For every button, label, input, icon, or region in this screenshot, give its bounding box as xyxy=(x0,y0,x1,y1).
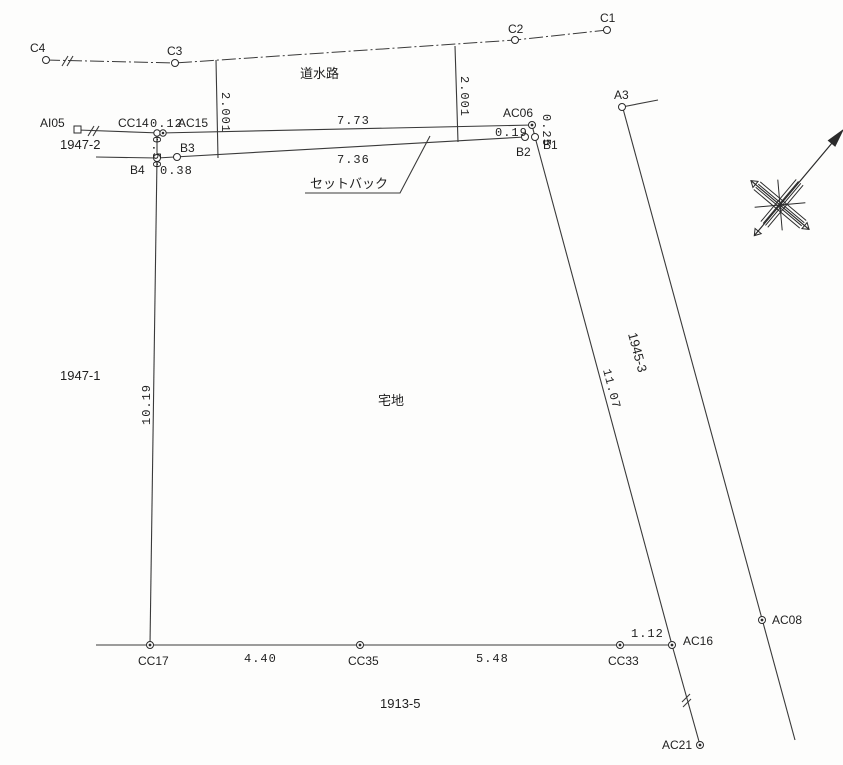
road-label: 道水路 xyxy=(300,66,339,81)
label-ac06: AC06 xyxy=(503,106,533,120)
dim-south-left: 4.40 xyxy=(244,652,277,666)
label-ai05: AI05 xyxy=(40,116,65,130)
label-b3: B3 xyxy=(180,141,195,155)
point-ac08-center xyxy=(760,618,764,622)
point-ac06-center xyxy=(530,123,534,127)
point-c4 xyxy=(42,56,50,64)
dim-north-bottom: 7.36 xyxy=(337,153,370,167)
dim-ac06-b1: 0.25 xyxy=(539,114,553,147)
dim-north-top: 7.73 xyxy=(337,114,370,128)
dim-south-corner: 1.12 xyxy=(631,627,664,641)
point-cc33-center xyxy=(618,643,622,647)
label-c4: C4 xyxy=(30,41,46,55)
dim-b4-b3: 0.38 xyxy=(160,164,193,178)
dim-ac06-b2: 0.19 xyxy=(495,126,528,140)
label-c1: C1 xyxy=(600,11,616,25)
setback-label: セットバック xyxy=(310,176,388,191)
a3-stub xyxy=(621,99,659,108)
break-mark xyxy=(87,125,95,137)
point-b4 xyxy=(153,154,161,162)
break-mark xyxy=(92,125,100,137)
label-c3: C3 xyxy=(167,44,183,58)
setback-leader xyxy=(305,135,431,194)
parcel-label: 宅地 xyxy=(378,393,404,408)
label-cc17: CC17 xyxy=(138,654,169,668)
setback-line xyxy=(156,136,526,159)
dim-south-right: 5.48 xyxy=(476,652,509,666)
west-boundary xyxy=(149,157,158,646)
label-cc35: CC35 xyxy=(348,654,379,668)
label-ac15: AC15 xyxy=(178,116,208,130)
neighbor-west-label: 1947-1 xyxy=(60,368,100,383)
label-b4: B4 xyxy=(130,163,145,177)
label-c2: C2 xyxy=(508,22,524,36)
label-cc33: CC33 xyxy=(608,654,639,668)
break-mark xyxy=(66,55,74,67)
label-ac21: AC21 xyxy=(662,738,692,752)
point-ac16-center xyxy=(670,643,674,647)
north-boundary-top xyxy=(159,124,533,134)
road-width-line-right xyxy=(454,45,459,143)
point-ac21-center xyxy=(698,743,702,747)
west-stub xyxy=(95,156,158,159)
point-ac15-center xyxy=(161,131,165,135)
road-width-line-left xyxy=(215,59,219,159)
point-ai05 xyxy=(73,125,82,134)
dim-west-side: 10.19 xyxy=(140,384,154,425)
label-cc14: CC14 xyxy=(118,116,149,130)
point-b3 xyxy=(173,153,181,161)
point-c1 xyxy=(603,26,611,34)
east-neighbor-line xyxy=(621,104,796,741)
dim-cc14-ac15: 0.12 xyxy=(150,117,183,131)
break-mark xyxy=(682,698,692,708)
point-c2 xyxy=(511,36,519,44)
label-b2: B2 xyxy=(516,145,531,159)
point-cc17-center xyxy=(148,643,152,647)
neighbor-south-label: 1913-5 xyxy=(380,696,420,711)
point-b2 xyxy=(521,133,529,141)
east-extension xyxy=(671,644,701,746)
label-a3: A3 xyxy=(614,88,629,102)
break-mark xyxy=(681,693,691,703)
north-arrow-icon xyxy=(750,128,843,237)
neighbor-northwest-label: 1947-2 xyxy=(60,137,100,152)
road-centerline xyxy=(45,29,608,64)
label-b1: B1 xyxy=(543,138,558,152)
label-ac16: AC16 xyxy=(683,634,713,648)
label-ac08: AC08 xyxy=(772,613,802,627)
point-c3 xyxy=(171,59,179,67)
break-mark xyxy=(61,55,69,67)
dim-road-width-right: 2.001 xyxy=(457,76,471,117)
point-a3 xyxy=(618,103,626,111)
point-b1 xyxy=(531,133,539,141)
dim-cc14-b4: 0.50 xyxy=(149,136,163,169)
east-boundary xyxy=(534,136,673,646)
neighbor-east-label: 1945-3 xyxy=(625,331,650,374)
dim-road-width-left: 2.001 xyxy=(218,92,232,133)
point-cc35-center xyxy=(358,643,362,647)
